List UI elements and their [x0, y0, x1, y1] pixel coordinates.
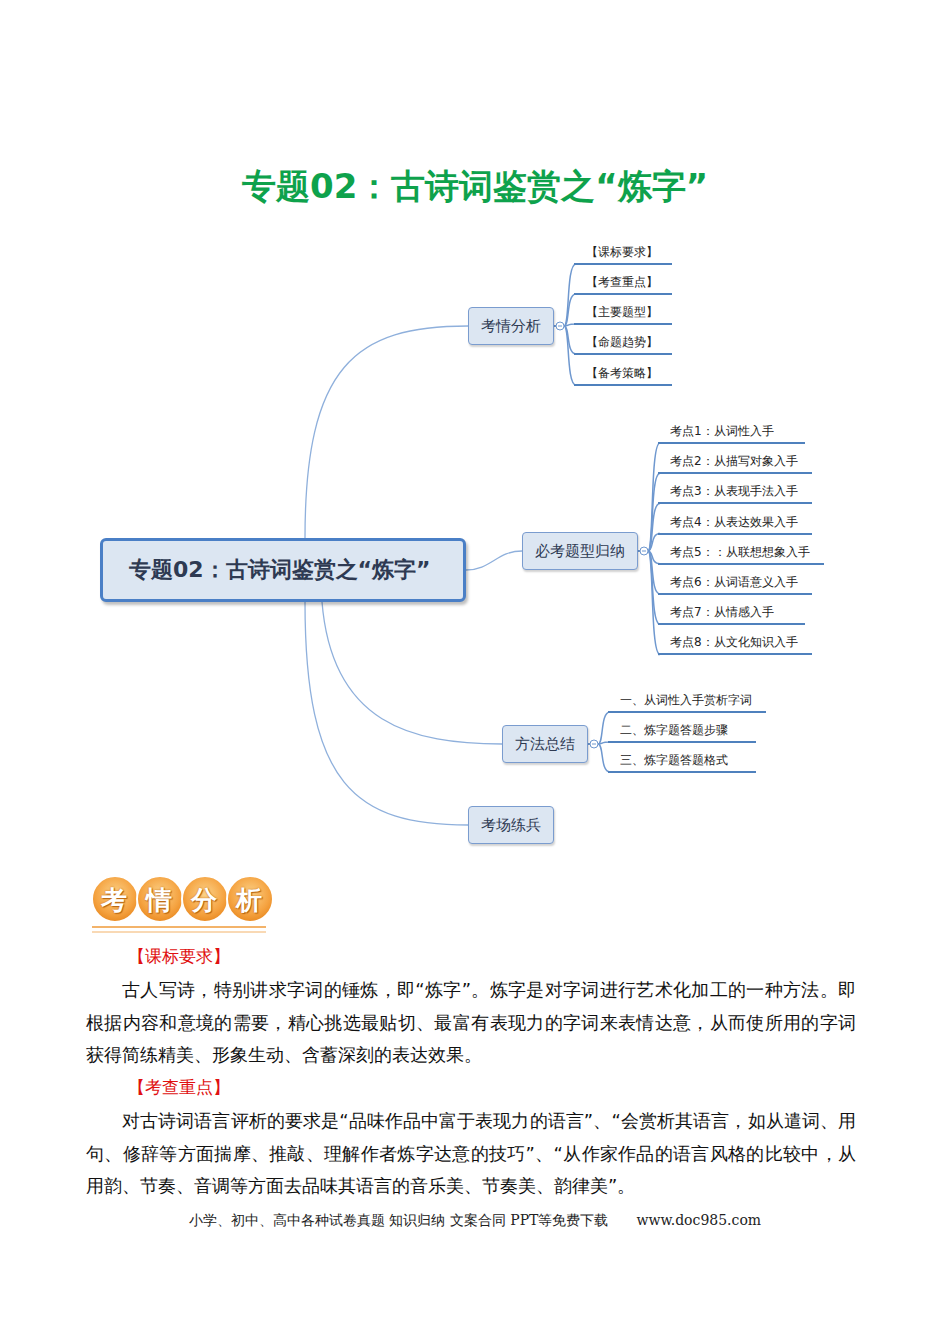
leaf-item: 考点8：从文化知识入手 [658, 635, 812, 655]
connector [588, 744, 610, 772]
connector [554, 326, 576, 385]
leaf-item: 考点6：从词语意义入手 [658, 575, 812, 595]
leaf-item: 考点3：从表现手法入手 [658, 484, 812, 504]
collapse-mark [558, 326, 562, 327]
leaf-item: 考点1：从词性入手 [658, 424, 805, 444]
leaf-item: 考点4：从表达效果入手 [658, 515, 812, 535]
node-text: 【考查重点】 [586, 275, 658, 289]
leaf-item: 【备考策略】 [574, 366, 672, 386]
collapse-dot [640, 547, 648, 555]
root-box: 专题02：古诗词鉴赏之“炼字” [100, 538, 466, 602]
leaf-item: 三、炼字题答题格式 [608, 753, 756, 773]
node-text: 考点5：：从联想想象入手 [670, 545, 810, 559]
connector [305, 326, 468, 538]
node-text: 【课标要求】 [586, 245, 658, 259]
connector [554, 294, 576, 326]
leaf-item: 二、炼字题答题步骤 [608, 723, 756, 743]
node-text: 【主要题型】 [586, 305, 658, 319]
node-text: 考点4：从表达效果入手 [670, 515, 798, 529]
section-heading: 【课标要求】 [128, 945, 428, 968]
node-text: 三、炼字题答题格式 [620, 753, 728, 767]
connector [638, 551, 660, 594]
connector [638, 551, 660, 654]
leaf-item: 【命题趋势】 [574, 335, 672, 355]
connector [305, 602, 468, 825]
connector [638, 473, 660, 551]
node-text: 考点6：从词语意义入手 [670, 575, 798, 589]
connector [638, 443, 660, 551]
leaf-item: 一、从词性入手赏析字词 [608, 693, 766, 713]
leaf-item: 【考查重点】 [574, 275, 672, 295]
branch-box: 方法总结 [502, 725, 588, 763]
connector [638, 551, 660, 624]
leaf-item: 考点2：从描写对象入手 [658, 454, 812, 474]
connector [322, 602, 502, 744]
collapse-dot [556, 322, 564, 330]
node-text: 专题02：古诗词鉴赏之“炼字” [129, 555, 431, 585]
node-text: 考点1：从词性入手 [670, 424, 774, 438]
node-text: 一、从词性入手赏析字词 [620, 693, 752, 707]
leaf-item: 考点5：：从联想想象入手 [658, 545, 824, 565]
node-text: 考情分析 [481, 317, 541, 336]
node-text: 考点2：从描写对象入手 [670, 454, 798, 468]
branch-box: 考情分析 [468, 307, 554, 345]
leaf-item: 【主要题型】 [574, 305, 672, 325]
node-text: 【备考策略】 [586, 366, 658, 380]
node-text: 二、炼字题答题步骤 [620, 723, 728, 737]
footer-note: 小学、初中、高中各种试卷真题 知识归纳 文案合同 PPT等免费下载 www.do… [0, 1212, 950, 1230]
node-text: 方法总结 [515, 735, 575, 754]
connector [588, 712, 610, 744]
page-title: 专题02：古诗词鉴赏之“炼字” [0, 164, 950, 210]
connector [466, 551, 522, 570]
branch-box: 必考题型归纳 [522, 532, 638, 570]
section-badge: 考情分析 [101, 883, 281, 918]
node-text: 考场练兵 [481, 816, 541, 835]
paragraph: 对古诗词语言评析的要求是“品味作品中富于表现力的语言”、“会赏析其语言，如从遣词… [86, 1105, 856, 1203]
connector [638, 503, 660, 551]
node-text: 考点8：从文化知识入手 [670, 635, 798, 649]
collapse-dot [590, 740, 598, 748]
collapse-mark [642, 551, 646, 552]
node-text: 必考题型归纳 [535, 542, 625, 561]
connector [554, 264, 576, 326]
node-text: 考点7：从情感入手 [670, 605, 774, 619]
collapse-mark [592, 744, 596, 745]
node-text: 考点3：从表现手法入手 [670, 484, 798, 498]
branch-box: 考场练兵 [468, 806, 554, 844]
connector [554, 326, 576, 354]
paragraph: 古人写诗，特别讲求字词的锤炼，即“炼字”。炼字是对字词进行艺术化加工的一种方法。… [86, 974, 856, 1072]
node-text: 【命题趋势】 [586, 335, 658, 349]
section-heading: 【考查重点】 [128, 1076, 428, 1099]
leaf-item: 【课标要求】 [574, 245, 672, 265]
leaf-item: 考点7：从情感入手 [658, 605, 805, 625]
